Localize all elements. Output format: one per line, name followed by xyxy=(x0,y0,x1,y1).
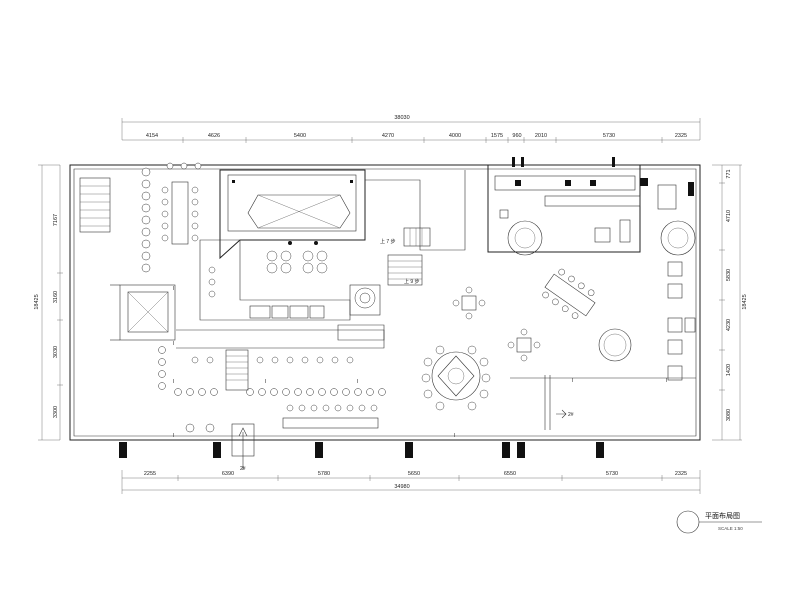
booth-seats-right xyxy=(667,261,696,381)
column-1 xyxy=(119,442,127,458)
dim-bottom-seg-4: 5650 xyxy=(408,471,420,477)
square-table-1 xyxy=(452,286,486,320)
center-tree-feature xyxy=(337,284,385,341)
column-7 xyxy=(596,442,604,458)
svg-text:I: I xyxy=(666,378,667,384)
dim-top-seg-9: 5730 xyxy=(603,133,615,139)
dim-left-seg-4: 3300 xyxy=(53,406,59,418)
dim-top-seg-6: 1575 xyxy=(491,133,503,139)
dim-right-ticks xyxy=(712,164,742,441)
dim-top-seg-5: 4000 xyxy=(449,133,461,139)
svg-text:I: I xyxy=(173,286,174,292)
table-cluster-2 xyxy=(302,250,328,274)
kitchen-equipment xyxy=(499,178,648,243)
svg-text:I: I xyxy=(173,433,174,439)
dim-bottom-seg-2: 6390 xyxy=(222,471,234,477)
bottom-dimension-chain: 2255 6390 5780 5650 6550 5730 2325 34980 xyxy=(121,470,701,494)
title-block: 平面布局图 SCALE 1:50 xyxy=(676,510,762,534)
dim-bottom-seg-1: 2255 xyxy=(144,471,156,477)
square-tables-right-center xyxy=(452,286,541,362)
column-2 xyxy=(213,442,221,458)
central-pool xyxy=(219,169,366,260)
stair-to-entrance xyxy=(225,349,249,391)
banquet-seats xyxy=(421,345,491,411)
stool-row xyxy=(191,266,354,364)
stair-up-label-1: 上 7 步 xyxy=(380,238,396,245)
dim-top-ticks xyxy=(182,137,663,143)
long-dining-table-left xyxy=(161,181,199,245)
dim-right-seg-5: 1420 xyxy=(726,364,732,376)
dim-right-seg-4: 4230 xyxy=(726,319,732,331)
main-entrance: 2# xyxy=(185,404,379,472)
column-markers: I I I I I I I I I xyxy=(173,286,667,439)
side-entrance-label: 2# xyxy=(568,412,574,418)
dim-right-seg-6: 3080 xyxy=(726,409,732,421)
dim-top-seg-7: 960 xyxy=(512,133,521,139)
top-dimension-chain: 38030 4154 4626 5400 4270 4000 1575 960 … xyxy=(121,115,701,143)
title-circle-symbol xyxy=(676,510,700,534)
left-stair-core xyxy=(79,177,176,341)
dim-right-overall: 18425 xyxy=(742,294,748,309)
svg-text:I: I xyxy=(572,378,573,384)
long-table-diagonal xyxy=(542,268,596,319)
column-3 xyxy=(315,442,323,458)
front-bench-row xyxy=(282,404,379,429)
dim-bottom-seg-7: 2325 xyxy=(675,471,687,477)
column-6 xyxy=(517,442,525,458)
column-5 xyxy=(502,442,510,458)
right-dining-area xyxy=(510,261,696,381)
drawing-title: 平面布局图 xyxy=(705,511,740,520)
svg-text:I: I xyxy=(173,379,174,385)
plant-rows-left xyxy=(141,162,386,396)
building-outline xyxy=(69,157,701,458)
table-cluster-1 xyxy=(266,250,292,274)
dim-left-overall: 18425 xyxy=(34,294,40,309)
banquet-round-tables xyxy=(421,345,491,411)
dim-right-seg-2: 4710 xyxy=(726,210,732,222)
left-dimension-chain: 18425 7167 3160 3030 3300 xyxy=(34,164,63,441)
svg-text:I: I xyxy=(454,433,455,439)
dim-top-seg-2: 4626 xyxy=(208,133,220,139)
dim-top-seg-3: 5400 xyxy=(294,133,306,139)
dim-top-seg-8: 2010 xyxy=(535,133,547,139)
side-entrance: 2# xyxy=(544,375,574,430)
plant-column-b xyxy=(158,346,166,390)
center-stairs: 上 7 步 上 9 步 xyxy=(365,170,466,286)
stair-up-label-2: 上 9 步 xyxy=(404,278,420,285)
dim-top-seg-4: 4270 xyxy=(382,133,394,139)
plant-row-bottom xyxy=(174,388,386,396)
dim-left-seg-1: 7167 xyxy=(53,214,59,226)
dim-right-seg-1: 771 xyxy=(726,169,732,178)
svg-text:I: I xyxy=(357,379,358,385)
dim-bottom-overall: 34980 xyxy=(394,484,409,490)
plant-top-row xyxy=(166,162,202,170)
dim-bottom-seg-3: 5780 xyxy=(318,471,330,477)
walkway-and-bar xyxy=(176,239,385,391)
dim-top-seg-1: 4154 xyxy=(146,133,158,139)
square-table-2 xyxy=(507,328,541,362)
svg-text:I: I xyxy=(173,341,174,347)
entrance-label: 2# xyxy=(240,466,246,472)
column-4 xyxy=(405,442,413,458)
plant-column-a xyxy=(141,167,151,273)
svg-text:I: I xyxy=(265,379,266,385)
dim-bottom-seg-6: 5730 xyxy=(606,471,618,477)
round-tables-center xyxy=(266,241,328,274)
right-dimension-chain: 771 4710 5830 4230 1420 3080 18425 xyxy=(712,164,748,441)
drawing-scale: SCALE 1:50 xyxy=(718,526,743,531)
dim-left-seg-3: 3030 xyxy=(53,346,59,358)
round-table-right xyxy=(598,328,632,362)
kitchen-area xyxy=(487,165,696,256)
dim-top-seg-10: 2325 xyxy=(675,133,687,139)
dim-top-overall: 38030 xyxy=(394,115,409,121)
dim-right-seg-3: 5830 xyxy=(726,269,732,281)
dim-bottom-seg-5: 6550 xyxy=(504,471,516,477)
dim-left-seg-2: 3160 xyxy=(53,291,59,303)
